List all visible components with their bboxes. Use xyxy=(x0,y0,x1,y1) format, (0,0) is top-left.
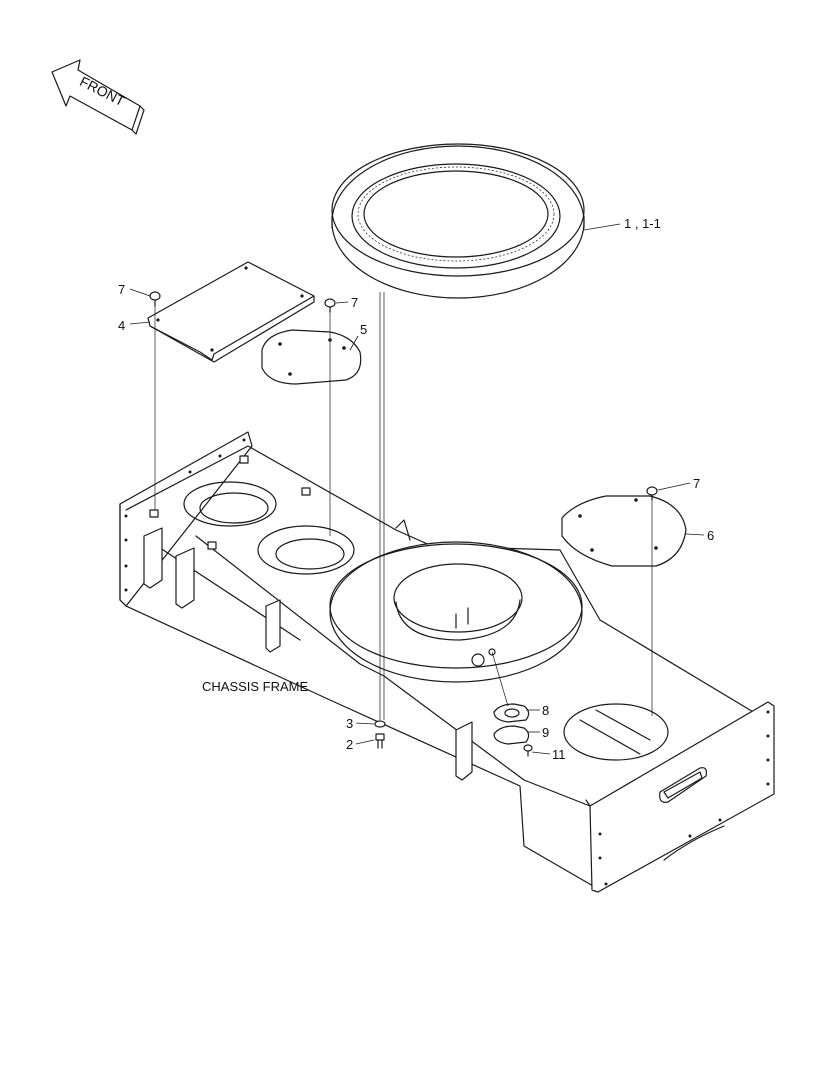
callout-item-1: 1 , 1-1 xyxy=(624,216,661,231)
chassis-frame xyxy=(119,431,775,893)
callout-item-7-right: 7 xyxy=(693,476,700,491)
callout-item-5: 5 xyxy=(360,322,367,337)
assembly-lines xyxy=(154,292,653,720)
cover-gasket-6 xyxy=(561,495,687,567)
swing-bearing-ring xyxy=(331,143,585,299)
cover-plate-4 xyxy=(147,261,315,363)
washer-3 xyxy=(374,720,386,728)
callout-item-4: 4 xyxy=(118,318,125,333)
callout-item-2: 2 xyxy=(346,737,353,752)
bolt-7-left xyxy=(149,291,161,307)
bolt-2 xyxy=(375,733,385,749)
callout-item-6: 6 xyxy=(707,528,714,543)
callout-item-7-middle: 7 xyxy=(351,295,358,310)
callout-item-11: 11 xyxy=(552,747,566,762)
front-arrow: FRONT xyxy=(51,59,145,135)
callout-item-7-left: 7 xyxy=(118,282,125,297)
seal-plate-8 xyxy=(493,703,530,723)
callout-item-3: 3 xyxy=(346,716,353,731)
bolt-7-middle xyxy=(324,298,336,313)
bolt-7-right xyxy=(646,486,658,501)
callout-item-8: 8 xyxy=(542,703,549,718)
gasket-9 xyxy=(493,725,530,745)
leader-lines xyxy=(129,223,705,755)
cover-gasket-5 xyxy=(261,329,362,385)
callout-item-9: 9 xyxy=(542,725,549,740)
screw-11 xyxy=(523,744,533,757)
chassis-frame-label: CHASSIS FRAME xyxy=(202,679,309,694)
